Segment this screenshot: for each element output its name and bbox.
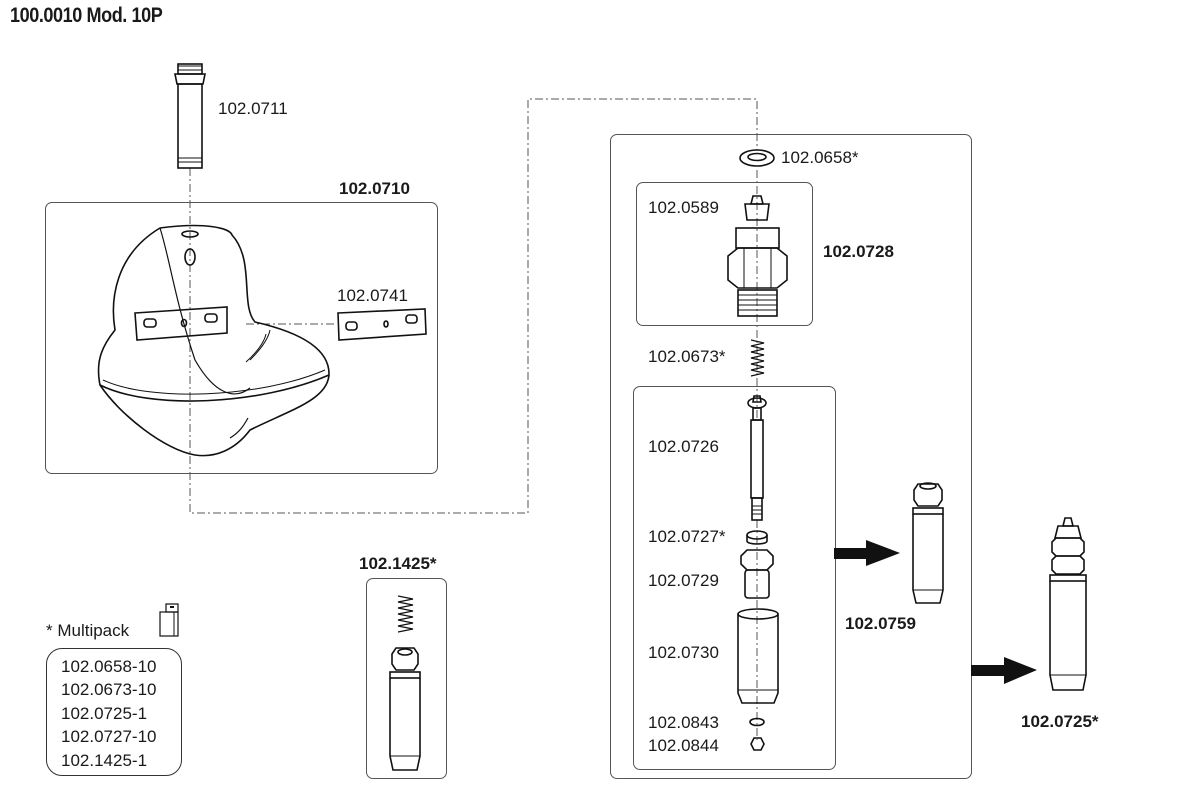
nozzle-drawing	[744, 195, 770, 221]
arrow-to-complete-valve	[971, 657, 1037, 684]
label-spring-kit: 102.1425*	[359, 554, 437, 573]
housing-subgroup-box	[636, 182, 813, 326]
multipack-item: 102.0727-10	[61, 727, 157, 747]
pin-drawing	[747, 395, 767, 521]
multipack-item: 102.0658-10	[61, 657, 157, 676]
seal-drawing	[746, 530, 768, 545]
drinking-bowl-drawing	[97, 224, 330, 457]
mounting-plate-drawing	[337, 308, 427, 341]
label-nozzle: 102.0589	[648, 198, 719, 217]
small-washer-drawing	[749, 717, 765, 727]
multipack-heading: * Multipack	[46, 621, 130, 640]
label-bowl-group: 102.0710	[339, 179, 410, 198]
page-title: 100.0010 Mod. 10P	[10, 4, 163, 27]
label-small-washer: 102.0843	[648, 713, 719, 732]
spring-kit-drawing	[389, 595, 421, 771]
tube-drawing	[737, 608, 779, 704]
label-complete-valve: 102.0725*	[1021, 712, 1099, 731]
housing-drawing	[727, 227, 788, 317]
arrow-to-valve-body	[834, 540, 900, 566]
package-icon	[159, 603, 179, 637]
valve-body-drawing	[912, 482, 944, 604]
label-mounting-plate: 102.0741	[337, 286, 408, 305]
multipack-list: 102.0658-10 102.0673-10 102.0725-1 102.0…	[46, 648, 182, 776]
spring-kit-box	[366, 578, 447, 779]
label-seal: 102.0727*	[648, 527, 726, 546]
label-housing-assembly: 102.0728	[823, 242, 894, 261]
label-washer-top: 102.0658*	[781, 148, 859, 167]
inlet-pipe-drawing	[174, 63, 206, 169]
multipack-item: 102.1425-1	[61, 750, 148, 770]
label-nut-sleeve: 102.0729	[648, 571, 719, 590]
nut-sleeve-drawing	[740, 549, 774, 599]
label-pin: 102.0726	[648, 437, 719, 456]
spring-drawing	[750, 339, 765, 377]
multipack-item: 102.0725-1	[61, 703, 148, 723]
label-tube: 102.0730	[648, 643, 719, 662]
pin-subgroup-box	[633, 386, 836, 770]
label-valve-body: 102.0759	[845, 614, 916, 633]
multipack-item: 102.0673-10	[61, 680, 157, 700]
label-small-nut: 102.0844	[648, 736, 719, 755]
complete-valve-drawing	[1049, 517, 1087, 691]
label-inlet-pipe: 102.0711	[218, 99, 288, 118]
label-spring: 102.0673*	[648, 347, 726, 366]
valve-group-box	[610, 134, 972, 779]
bowl-group-box	[45, 202, 438, 474]
small-nut-drawing	[750, 737, 765, 751]
washer-drawing	[739, 149, 775, 167]
